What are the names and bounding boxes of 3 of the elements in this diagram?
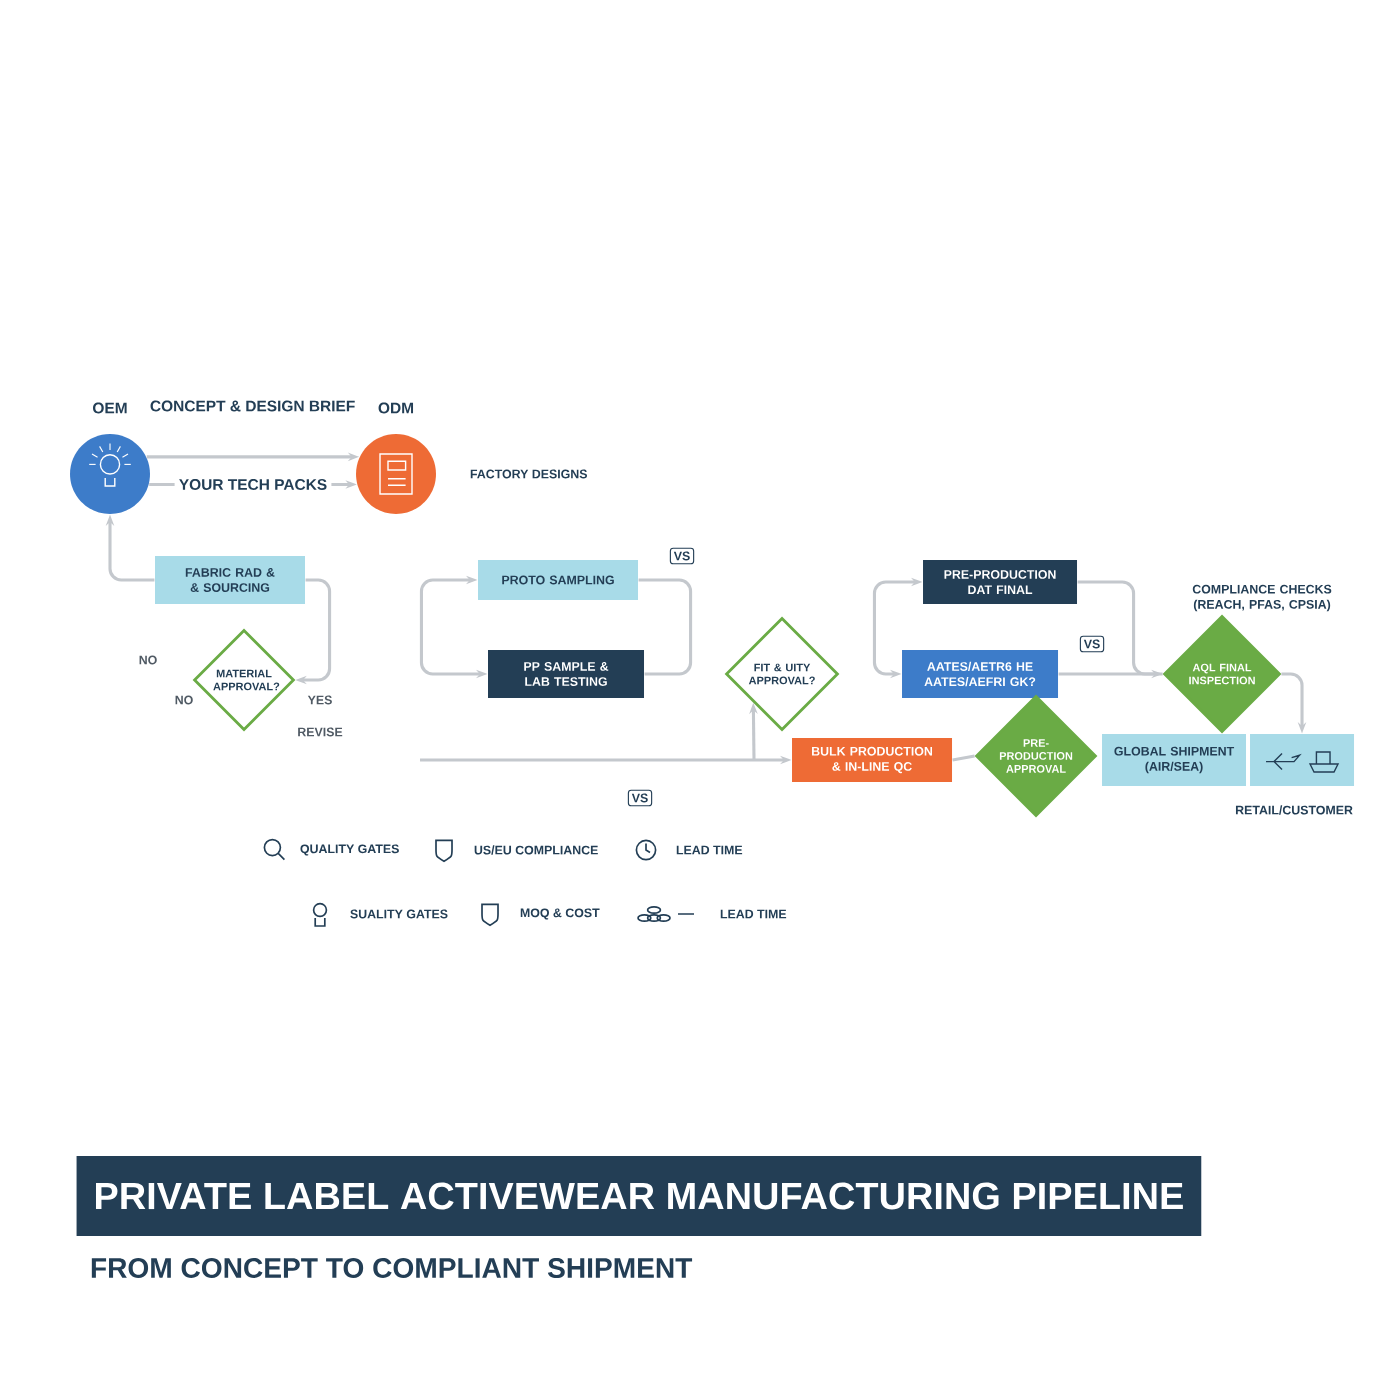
retail-box — [1250, 734, 1354, 786]
title-banner: PRIVATE LABEL ACTIVEWEAR MANUFACTURING PIPELINE — [76, 1156, 1202, 1236]
subtitle: FROM CONCEPT TO COMPLIANT SHIPMENT — [91, 1258, 693, 1278]
